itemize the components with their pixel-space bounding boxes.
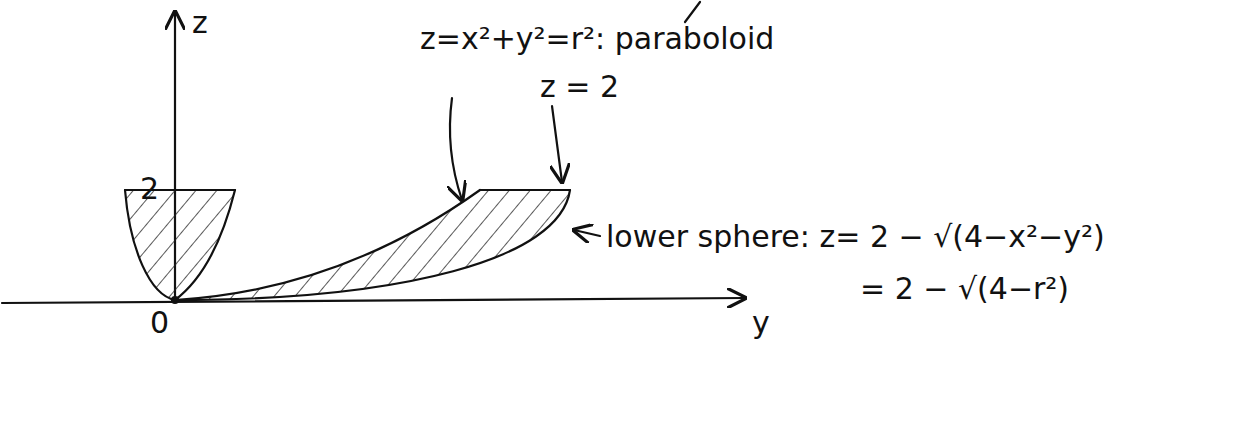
axis-label: z	[192, 6, 208, 39]
surface-label: lower sphere: z= 2 − √(4−x²−y²)	[606, 220, 1105, 253]
origin-label: 0	[150, 306, 169, 339]
leader-arrow	[552, 106, 562, 182]
plane-label: z = 2	[540, 70, 619, 103]
leader-line	[685, 2, 700, 22]
origin-dot	[172, 297, 178, 303]
hatched-region	[125, 190, 235, 300]
paraboloid-curve	[175, 190, 480, 300]
equation-label: = 2 − √(4−r²)	[860, 272, 1069, 305]
axis-label: y	[752, 306, 770, 339]
leader-arrow	[450, 98, 462, 200]
hatched-region	[175, 190, 570, 300]
tick-label: 2	[140, 172, 159, 205]
plane-line	[480, 189, 570, 191]
paraboloid-curve	[175, 190, 235, 300]
leader-arrow	[574, 230, 600, 236]
sphere-curve	[175, 190, 570, 300]
sphere-curve	[125, 190, 175, 300]
surface-label: z=x²+y²=r²: paraboloid	[420, 22, 774, 55]
y-axis	[2, 298, 745, 303]
